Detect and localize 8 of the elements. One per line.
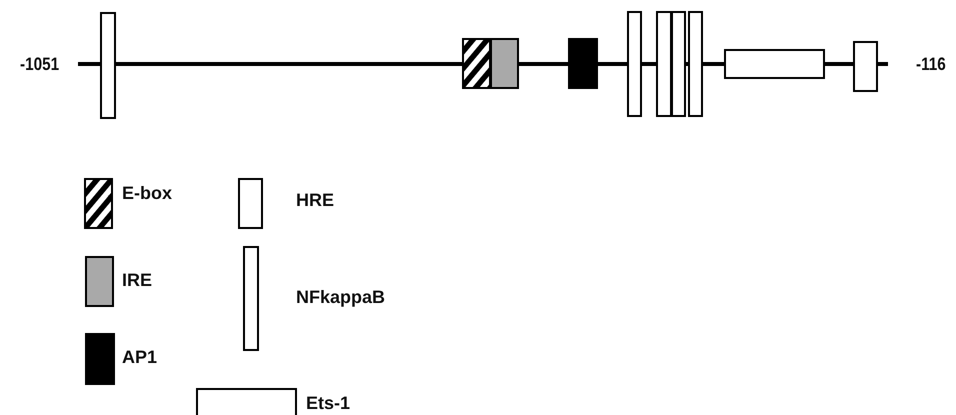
legend-label: Ets-1 <box>306 393 350 413</box>
legend-label: IRE <box>122 270 152 290</box>
legend-label: E-box <box>122 183 172 203</box>
legend-label: AP1 <box>122 347 158 367</box>
legend-label: NFkappaB <box>296 287 386 307</box>
legend-label: HRE <box>296 190 334 210</box>
position-label: -1051 <box>20 54 60 74</box>
position-label: -116 <box>916 54 946 74</box>
